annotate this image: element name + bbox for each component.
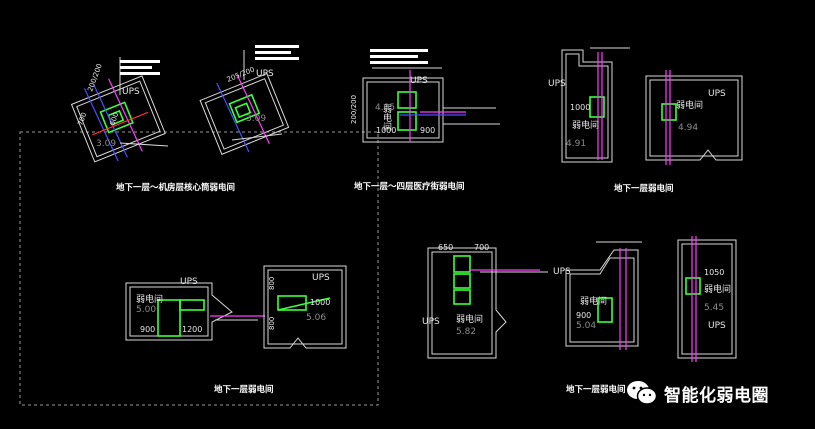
plan-basement-right-b: UPS 弱电间 4.94 — [645, 70, 743, 165]
rack-icon — [228, 93, 261, 124]
ups-label: UPS — [122, 87, 140, 97]
dim-label: 800 — [268, 277, 276, 290]
elevation-label: 3.09 — [246, 114, 266, 124]
ups-label: UPS — [256, 69, 274, 79]
ups-label: UPS — [548, 79, 566, 89]
plan-basement-center-a: UPS 弱电间 5.00 900 1200 — [125, 277, 265, 341]
dim-label: 1050 — [704, 268, 724, 277]
dim-label: 200/200 — [350, 95, 358, 124]
dim-label: 1000 — [310, 298, 330, 307]
plan-core-room-1: UPS 200/200 700 600 3.09 — [70, 57, 169, 163]
rack-icon — [277, 295, 307, 311]
room-label: 弱电间 — [136, 293, 163, 305]
plan-basement-right-a: UPS 1000 弱电间 4.91 — [548, 47, 630, 163]
dim-label: 1200 — [182, 325, 202, 334]
elevation-label: 4.95 — [375, 103, 395, 113]
ups-label: UPS — [180, 277, 198, 287]
dim-label: 1000 — [570, 103, 590, 112]
plan-basement-bottom-a: 650 700 UPS 弱电间 5.82 — [422, 243, 548, 359]
caption-bottom-right: 地下一层弱电间 — [566, 384, 626, 395]
caption-core: 地下一层～机房层核心筒弱电间 — [116, 182, 235, 193]
elevation-label: 4.94 — [678, 123, 698, 133]
group-frame — [19, 131, 379, 406]
rack-icon — [397, 91, 417, 109]
plan-basement-center-b: UPS 1000 5.06 800 800 — [263, 265, 347, 349]
dim-label: 1000 — [376, 126, 396, 135]
wechat-icon — [627, 381, 658, 405]
dim-label: 900 — [420, 126, 435, 135]
room-label: 弱电间 — [456, 313, 483, 325]
elevation-label: 5.00 — [136, 305, 156, 315]
dim-label: 700 — [474, 243, 489, 252]
ups-label: UPS — [708, 89, 726, 99]
caption-right: 地下一层弱电间 — [614, 183, 674, 194]
watermark: 智能化弱电圈 — [626, 376, 769, 410]
rack-icon — [453, 255, 471, 273]
ups-label: UPS — [422, 317, 440, 327]
elevation-label: 5.06 — [306, 313, 326, 323]
watermark-text: 智能化弱电圈 — [664, 385, 769, 406]
elevation-label: 4.91 — [566, 139, 586, 149]
dim-label: 650 — [438, 243, 453, 252]
room-label: 弱电间 — [572, 119, 599, 131]
elevation-label: 5.45 — [704, 303, 724, 313]
elevation-label: 5.04 — [576, 321, 596, 331]
elevation-label: 3.09 — [96, 139, 116, 149]
room-label: 弱电间 — [676, 99, 703, 111]
plan-fourth-floor-room: UPS 弱电间 200/200 1000 900 4.95 — [350, 49, 500, 143]
ups-label: UPS — [553, 267, 571, 277]
room-label: 弱电间 — [381, 104, 392, 132]
rack-icon — [157, 299, 181, 337]
dim-label: 900 — [140, 325, 155, 334]
ups-label: UPS — [708, 321, 726, 331]
rack-icon — [99, 101, 134, 134]
room-label: 弱电间 — [704, 283, 731, 295]
plan-core-room-2: UPS 205/200 3.09 — [199, 45, 299, 155]
dim-label: 900 — [576, 311, 591, 320]
caption-fourth: 地下一层～四层医疗街弱电间 — [354, 181, 465, 192]
caption-center: 地下一层弱电间 — [214, 384, 274, 395]
dim-label: 700 — [76, 111, 88, 126]
ups-label: UPS — [312, 273, 330, 283]
rack-icon — [685, 277, 701, 295]
rack-icon — [597, 297, 613, 323]
ups-label: UPS — [410, 76, 428, 86]
dim-label: 800 — [268, 317, 276, 330]
plan-basement-bottom-b: UPS 弱电间 900 5.04 — [553, 241, 642, 350]
rack-icon — [589, 96, 605, 118]
room-label: 弱电间 — [580, 295, 607, 307]
dim-label: 200/200 — [86, 63, 103, 93]
elevation-label: 5.82 — [456, 327, 476, 337]
rack-icon — [661, 103, 677, 121]
plan-basement-bottom-c: 1050 弱电间 5.45 UPS — [677, 236, 737, 362]
